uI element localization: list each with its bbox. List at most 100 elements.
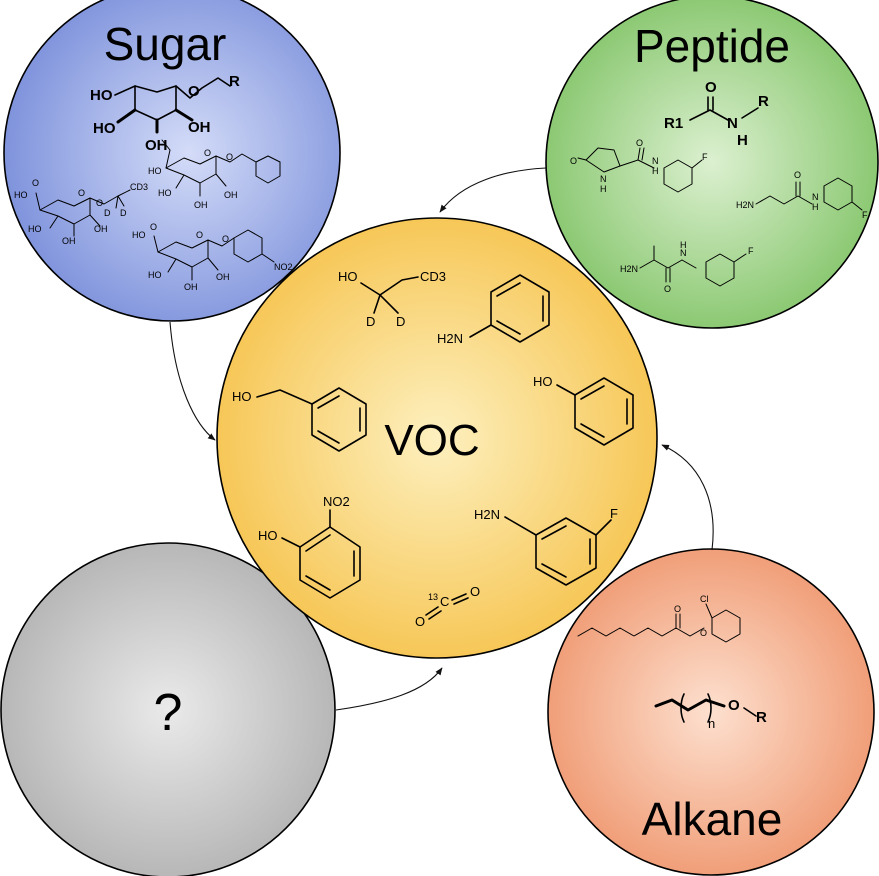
svg-text:H: H	[680, 240, 687, 250]
benzyl-alcohol-structure: HO	[232, 387, 367, 452]
svg-text:H2N: H2N	[736, 200, 754, 210]
svg-text:OH: OH	[194, 200, 208, 210]
svg-text:HO: HO	[148, 166, 162, 176]
svg-text:F: F	[702, 152, 708, 162]
svg-text:F: F	[862, 210, 868, 220]
svg-text:O: O	[222, 234, 229, 244]
svg-text:N: N	[812, 192, 819, 202]
label-r: R	[756, 709, 767, 726]
sugar-circle	[3, 0, 341, 322]
nitrophenyl-glucuronide-structure: HO O HO OH OH O O NO2	[132, 222, 293, 292]
label-o1: O	[415, 614, 425, 629]
voc-title: VOC	[384, 416, 479, 465]
arrow-peptide-to-voc	[439, 167, 547, 213]
peptide-title: Peptide	[634, 20, 790, 72]
svg-text:N: N	[600, 174, 607, 184]
peptide-circle	[545, 0, 879, 329]
arrow-sugar-to-voc	[169, 321, 216, 441]
aniline-structure: H2N	[437, 274, 550, 346]
svg-text:O: O	[32, 178, 39, 188]
svg-text:OH: OH	[94, 224, 108, 234]
label-nh2: H2N	[474, 507, 500, 522]
label-n: n	[708, 716, 715, 731]
svg-text:NO2: NO2	[274, 262, 293, 272]
svg-text:HO: HO	[158, 188, 172, 198]
chlorophenyl-ester-structure: Cl O O	[577, 594, 741, 643]
svg-text:O: O	[196, 230, 203, 240]
svg-text:N: N	[652, 156, 659, 166]
label-h: H	[737, 132, 748, 149]
label-o2: O	[470, 584, 480, 599]
svg-text:O: O	[226, 152, 233, 162]
svg-text:H: H	[812, 202, 819, 212]
deuterated-ethanol-structure: HO CD3 D D	[338, 269, 446, 329]
svg-text:OH: OH	[216, 272, 230, 282]
svg-text:O: O	[96, 198, 103, 208]
svg-text:F: F	[748, 246, 754, 256]
label-o1: O	[674, 604, 681, 614]
svg-text:O: O	[636, 138, 643, 148]
svg-text:O: O	[794, 170, 801, 180]
label-r: R	[758, 93, 769, 110]
svg-text:H: H	[600, 184, 607, 194]
label-oh2: OH	[145, 137, 168, 154]
label-r: R	[229, 73, 240, 90]
svg-text:HO: HO	[132, 230, 146, 240]
svg-text:O: O	[204, 148, 211, 158]
unknown-circle	[0, 542, 336, 876]
sugar-general-structure: HO O R HO OH OH	[90, 73, 240, 154]
label-nh2: H2N	[437, 331, 463, 346]
label-f: F	[610, 506, 618, 521]
svg-text:D: D	[120, 208, 127, 218]
alkane-title: Alkane	[642, 793, 783, 845]
label-o: O	[705, 79, 717, 96]
label-ho1: HO	[90, 87, 113, 104]
label-c: C	[440, 594, 449, 609]
peptide-general-structure: O R1 N H R	[664, 79, 769, 149]
arrow-alkane-to-voc	[661, 444, 714, 551]
label-o2: O	[700, 628, 707, 638]
label-o: O	[728, 697, 740, 714]
svg-text:N: N	[680, 248, 687, 258]
voc-circle	[216, 217, 658, 659]
svg-text:H2N: H2N	[620, 264, 638, 274]
label-no2: NO2	[323, 494, 350, 509]
label-ho: HO	[258, 528, 278, 543]
svg-text:O: O	[150, 222, 157, 232]
svg-text:H: H	[652, 166, 659, 176]
glucuronide-d-structure: HO O HO OH OH O O CD3 D D	[14, 178, 148, 246]
label-ho2: HO	[93, 120, 116, 137]
beta-alanyl-structure: H2N O N H F	[736, 170, 868, 220]
arrow-unknown-to-voc	[335, 667, 443, 711]
svg-text:D: D	[104, 208, 111, 218]
label-nh: N	[727, 115, 738, 132]
label-oh1: OH	[188, 119, 211, 136]
phenol-structure: HO	[533, 374, 634, 446]
label-d1: D	[366, 314, 375, 329]
nitrophenol-structure: NO2 HO	[258, 494, 361, 599]
label-d2: D	[396, 314, 405, 329]
sugar-title: Sugar	[104, 18, 227, 70]
alanyl-structure: H2N O N H F	[620, 240, 754, 294]
alkyl-ether-general-structure: n O R	[654, 693, 767, 731]
svg-text:OH: OH	[224, 190, 238, 200]
svg-text:HO: HO	[148, 270, 162, 280]
label-ho: HO	[533, 374, 553, 389]
svg-text:OH: OH	[184, 282, 198, 292]
svg-text:O: O	[570, 156, 577, 166]
svg-text:OH: OH	[62, 236, 76, 246]
svg-text:HO: HO	[14, 190, 28, 200]
svg-text:CD3: CD3	[130, 182, 148, 192]
label-cl: Cl	[700, 594, 709, 604]
benzyl-glucoside-structure: HO HO OH OH O O	[148, 139, 281, 210]
label-r1: R1	[664, 115, 683, 132]
svg-text:HO: HO	[28, 224, 42, 234]
pyroglutamyl-structure: O N H O N H F	[570, 138, 708, 194]
fluoroaniline-structure: H2N F	[474, 506, 618, 586]
label-ho: HO	[232, 389, 252, 404]
svg-text:O: O	[664, 284, 671, 294]
label-o: O	[188, 83, 200, 100]
svg-text:O: O	[78, 188, 85, 198]
label-isotope: 13	[428, 592, 438, 602]
